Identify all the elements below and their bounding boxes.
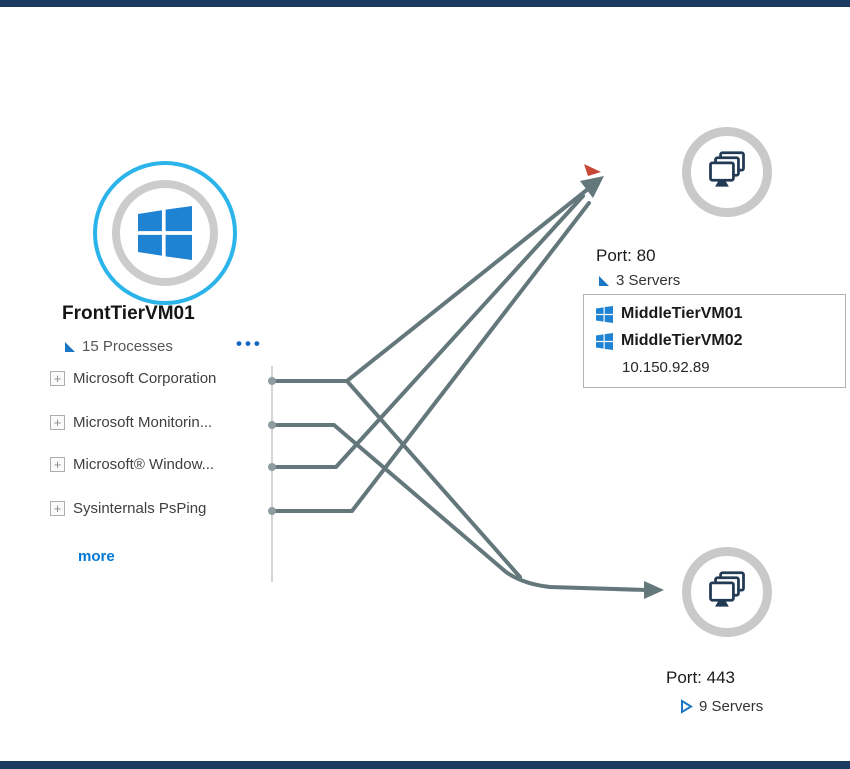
server-list-popup: MiddleTierVM01 MiddleTierVM02 10.150.92.… xyxy=(583,294,846,388)
port80-arrowhead-icon xyxy=(580,176,604,198)
front-tier-node-inner-ring xyxy=(112,180,218,286)
expand-plus-icon[interactable]: + xyxy=(50,415,65,430)
server-name: MiddleTierVM01 xyxy=(621,305,743,322)
process-row[interactable]: + Microsoft Corporation xyxy=(50,370,216,387)
port80-servers-row[interactable]: 3 Servers xyxy=(598,272,680,289)
connection-proc1-to-port80[interactable] xyxy=(270,187,590,383)
expand-plus-icon[interactable]: + xyxy=(50,457,65,472)
port80-label: Port: 80 xyxy=(596,246,656,265)
connection-proc4-to-port80[interactable] xyxy=(270,201,591,513)
front-tier-node[interactable] xyxy=(93,161,237,305)
proc2-port-dot xyxy=(268,421,276,429)
windows-logo-icon xyxy=(596,305,613,323)
front-node-title: FrontTierVM01 xyxy=(62,303,195,324)
port443-arrowhead-icon xyxy=(644,581,664,599)
process-label: Microsoft® Window... xyxy=(73,456,215,473)
process-label: Microsoft Corporation xyxy=(73,370,217,387)
server-list-item[interactable]: MiddleTierVM01 xyxy=(596,305,833,323)
process-row[interactable]: + Sysinternals PsPing xyxy=(50,500,206,517)
expanded-triangle-icon xyxy=(598,275,610,287)
port443-server-group-node[interactable] xyxy=(682,547,772,637)
expand-plus-icon[interactable]: + xyxy=(50,371,65,386)
bottom-frame-bar xyxy=(0,761,850,769)
port443-servers-row[interactable]: 9 Servers xyxy=(680,698,763,715)
more-link[interactable]: more xyxy=(78,548,115,565)
process-row[interactable]: + Microsoft Monitorin... xyxy=(50,414,212,431)
windows-logo-icon xyxy=(138,206,192,260)
connection-proc3-to-port80[interactable] xyxy=(270,194,585,469)
connection-proc2-to-port443[interactable] xyxy=(270,423,648,592)
expand-plus-icon[interactable]: + xyxy=(50,501,65,516)
port80-arrow-accent-icon xyxy=(584,164,601,176)
server-stack-icon xyxy=(705,150,749,194)
proc4-port-dot xyxy=(268,507,276,515)
collapsed-triangle-icon xyxy=(680,699,693,714)
connection-proc1-to-port443[interactable] xyxy=(345,379,522,579)
port443-servers-label: 9 Servers xyxy=(699,698,764,715)
port80-server-group-node[interactable] xyxy=(682,127,772,217)
proc1-port-dot xyxy=(268,377,276,385)
port80-servers-label: 3 Servers xyxy=(616,272,681,289)
expanded-triangle-icon xyxy=(64,341,76,353)
port443-label: Port: 443 xyxy=(666,668,735,687)
server-ip-address: 10.150.92.89 xyxy=(622,359,710,376)
process-count-row[interactable]: 15 Processes xyxy=(64,338,173,355)
server-list-item[interactable]: MiddleTierVM02 xyxy=(596,332,833,350)
process-label: Microsoft Monitorin... xyxy=(73,414,213,431)
server-name: MiddleTierVM02 xyxy=(621,332,743,349)
process-row[interactable]: + Microsoft® Window... xyxy=(50,456,214,473)
server-stack-icon xyxy=(705,570,749,614)
process-label: Sysinternals PsPing xyxy=(73,500,207,517)
more-options-icon[interactable]: ••• xyxy=(236,334,263,353)
proc3-port-dot xyxy=(268,463,276,471)
windows-logo-icon xyxy=(596,332,613,350)
process-count-label: 15 Processes xyxy=(82,338,173,355)
top-frame-bar xyxy=(0,0,850,7)
